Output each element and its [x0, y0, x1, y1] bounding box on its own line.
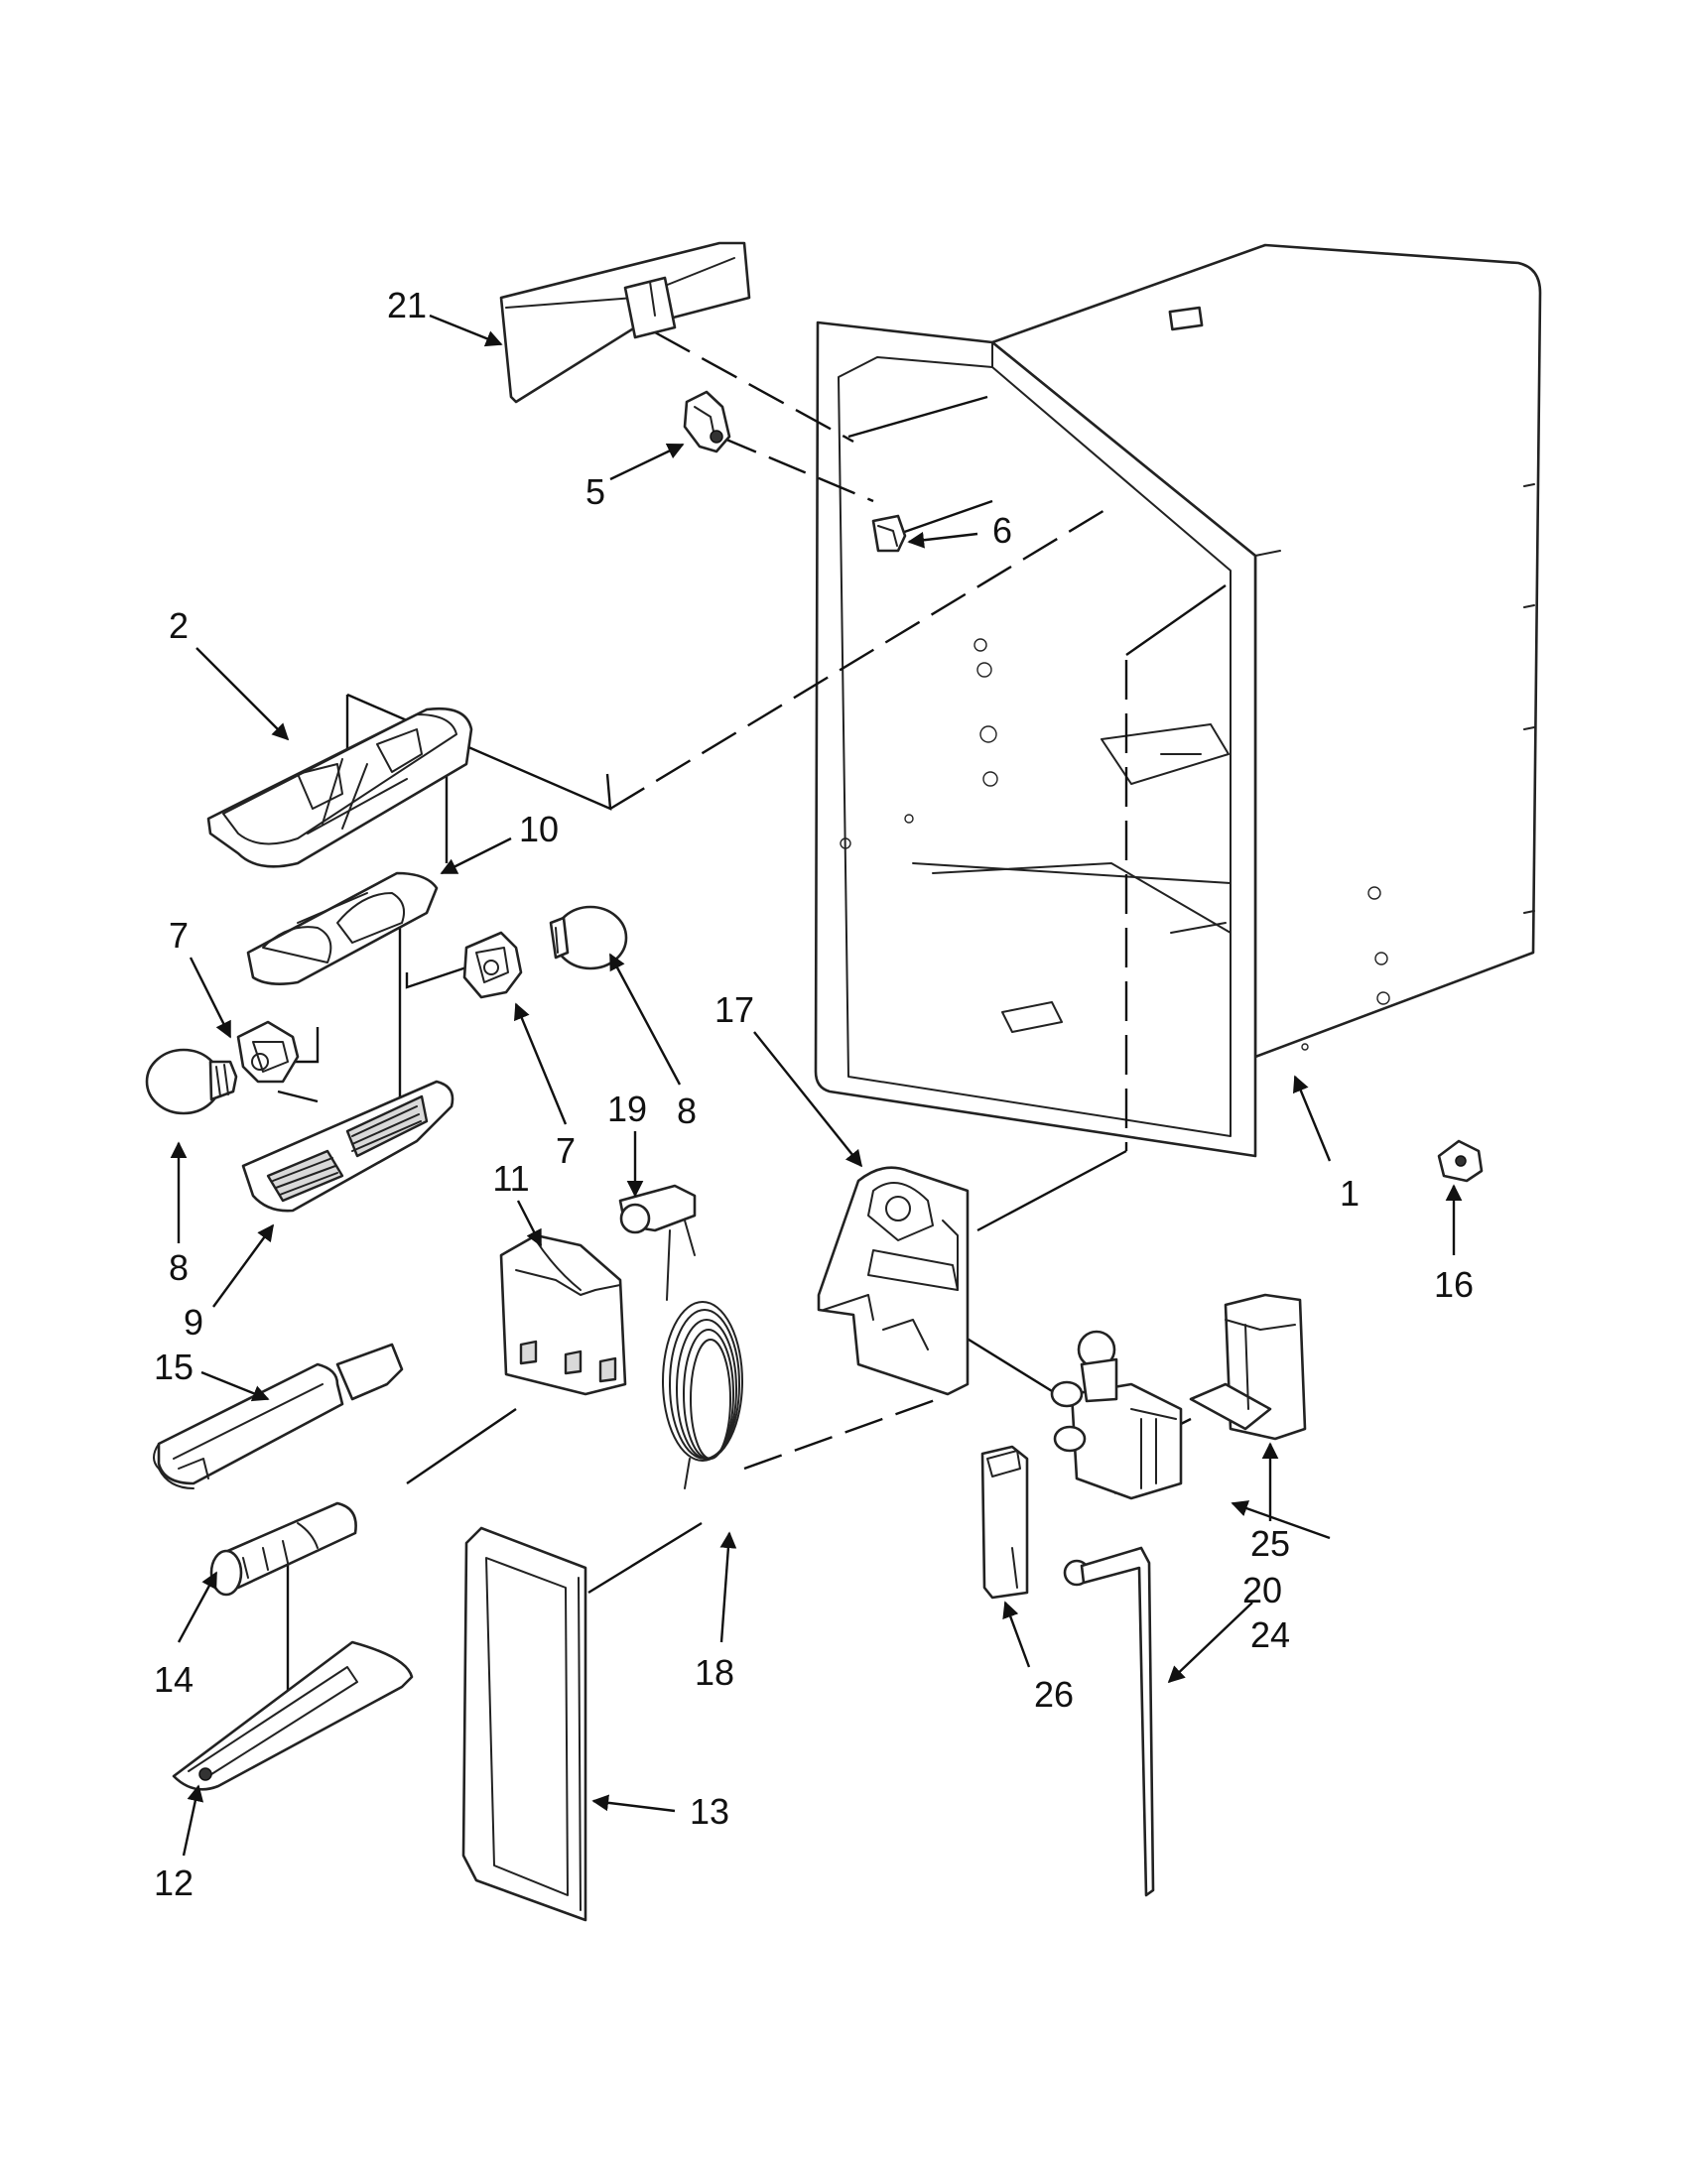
- part-9-cover: [241, 1080, 454, 1213]
- part-13-panel: [461, 1526, 587, 1922]
- part-17-bracket: [817, 1166, 970, 1396]
- callout-7b: 7: [556, 1130, 576, 1171]
- part-15-filter-housing: [153, 1343, 404, 1489]
- callout-26: 26: [1034, 1674, 1074, 1715]
- part-24-tube: [1063, 1546, 1155, 1897]
- callout-12: 12: [154, 1863, 194, 1903]
- callout-11: 11: [492, 1158, 529, 1199]
- callout-labels: 21 5 6 2 10 7 8 9 7 8 11 19 17 15 14 12 …: [154, 285, 1474, 1903]
- part-18-tube-coil: [662, 1301, 743, 1489]
- callout-25: 25: [1250, 1523, 1290, 1564]
- callout-6: 6: [992, 510, 1012, 551]
- part-14-filter-cartridge: [209, 1501, 357, 1597]
- callout-17: 17: [714, 989, 754, 1030]
- callout-1: 1: [1340, 1173, 1360, 1214]
- part-1-liner: [814, 243, 1542, 1158]
- part-12-door: [172, 1640, 414, 1791]
- assembly-lines: [277, 330, 1227, 1717]
- callout-21: 21: [387, 285, 427, 325]
- part-10-lens: [246, 871, 439, 985]
- callout-16: 16: [1434, 1264, 1474, 1305]
- callout-19: 19: [607, 1089, 647, 1129]
- callout-20: 20: [1242, 1570, 1282, 1610]
- callout-2: 2: [169, 605, 189, 646]
- part-7-socket-left: [236, 1020, 300, 1084]
- leader-arrows: [170, 314, 1463, 1857]
- part-6-clip: [871, 514, 907, 553]
- part-8-bulb-right: [549, 905, 628, 970]
- part-16-grommet: [1437, 1139, 1484, 1183]
- callout-24: 24: [1250, 1614, 1290, 1655]
- callout-9: 9: [184, 1302, 203, 1343]
- part-26-clip: [980, 1445, 1029, 1600]
- callout-7a: 7: [169, 915, 189, 956]
- part-2-housing: [206, 707, 473, 868]
- callout-13: 13: [690, 1791, 729, 1832]
- part-7-socket-right: [462, 931, 523, 999]
- part-21-cover: [499, 241, 751, 404]
- part-19-sensor: [618, 1184, 697, 1301]
- part-11-bracket: [499, 1233, 627, 1396]
- callout-10: 10: [519, 809, 559, 849]
- part-8-bulb-left: [145, 1048, 238, 1115]
- callout-8b: 8: [677, 1091, 697, 1131]
- callout-15: 15: [154, 1347, 194, 1387]
- callout-8a: 8: [169, 1247, 189, 1288]
- part-20-water-valve: [1050, 1330, 1183, 1500]
- callout-18: 18: [695, 1652, 734, 1693]
- part-5-knob: [683, 390, 731, 453]
- callout-5: 5: [585, 471, 605, 512]
- part-25-cover: [1189, 1293, 1307, 1441]
- callout-14: 14: [154, 1659, 194, 1700]
